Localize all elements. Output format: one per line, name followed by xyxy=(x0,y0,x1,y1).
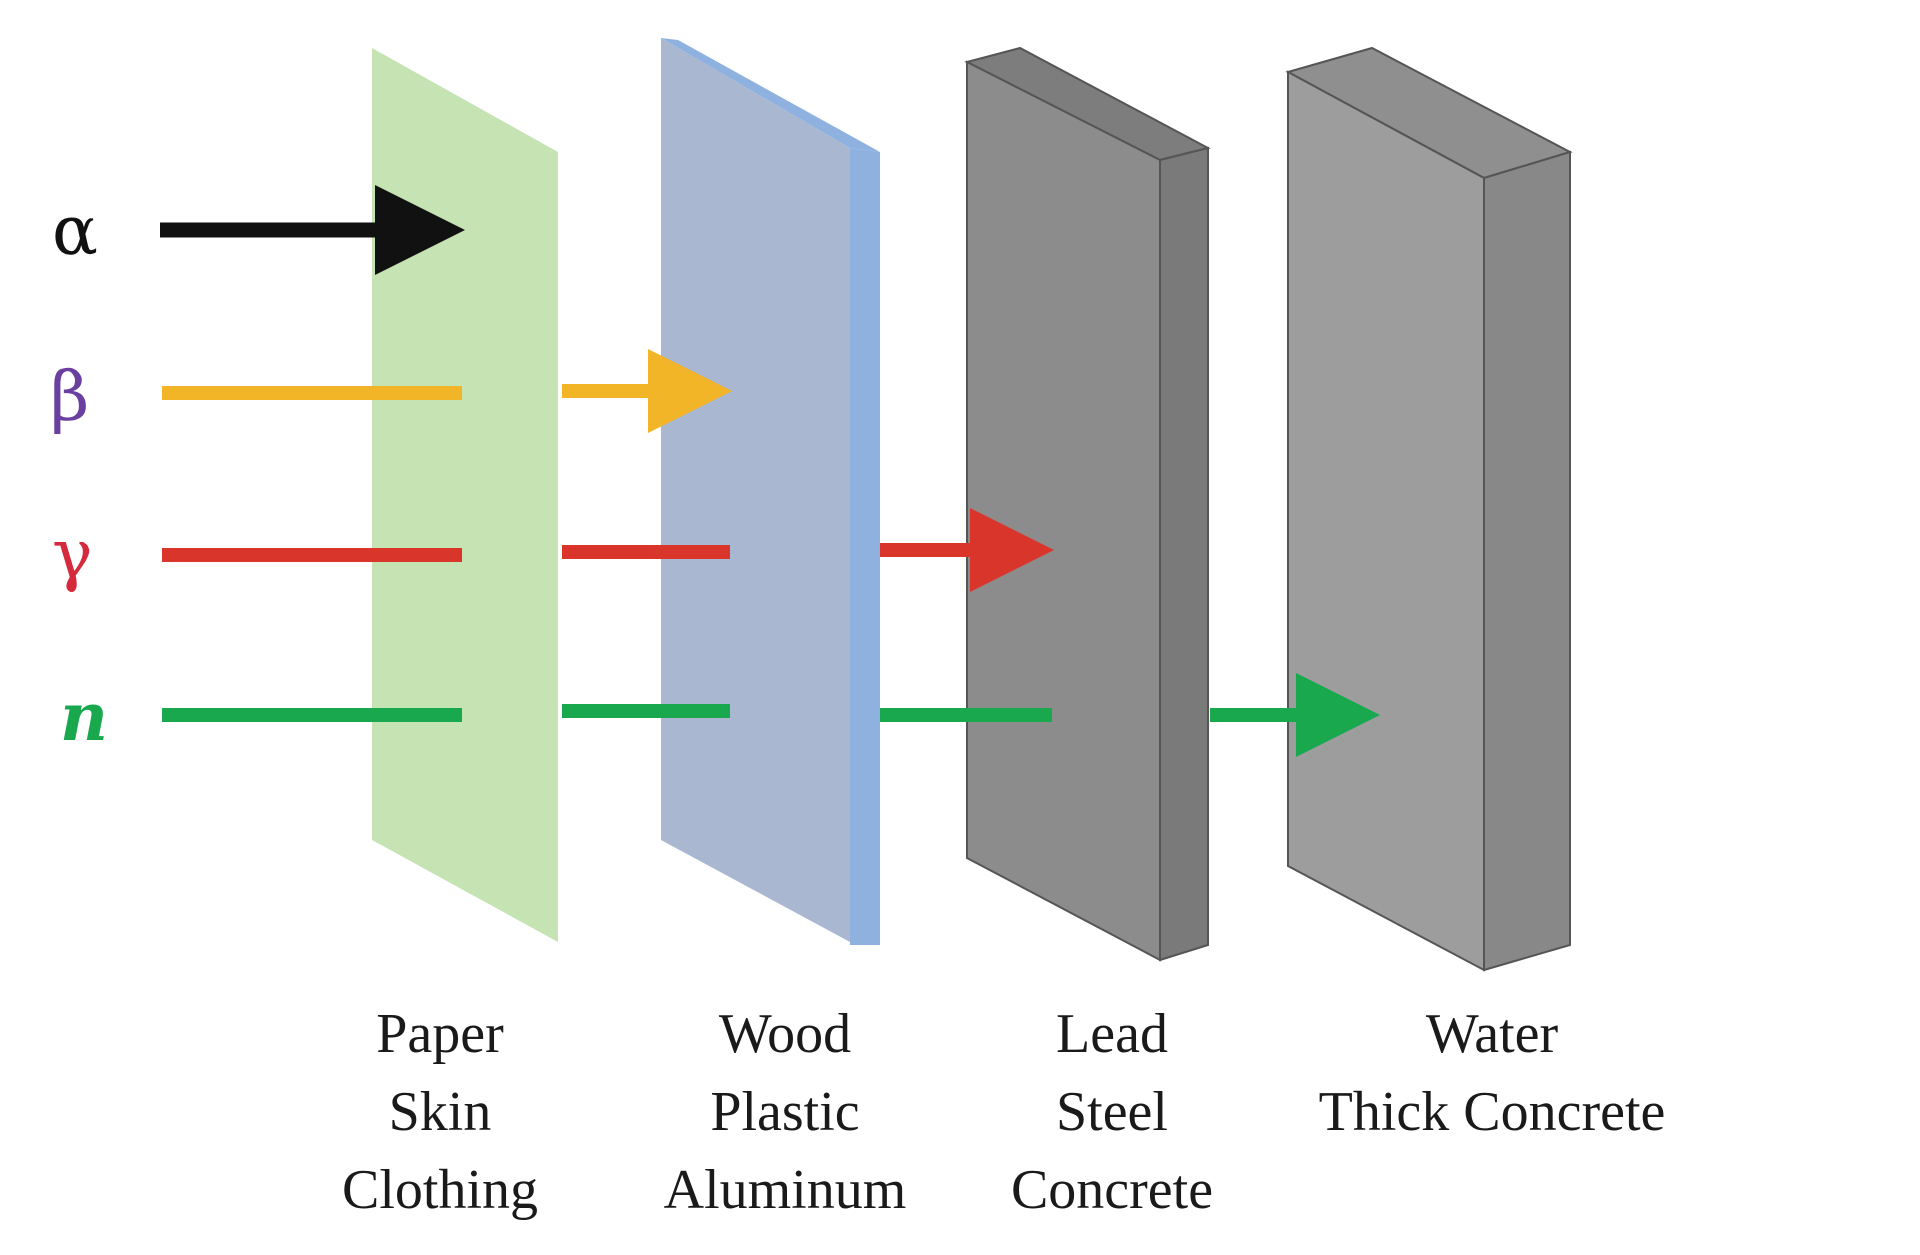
paper-barrier-caption: Paper Skin Clothing xyxy=(342,1003,538,1221)
caption-line: Steel xyxy=(1056,1081,1168,1143)
paper-barrier xyxy=(372,48,558,942)
beta-symbol: β xyxy=(50,358,89,437)
wood-barrier xyxy=(661,38,880,945)
caption-line: Thick Concrete xyxy=(1319,1081,1666,1143)
beta-ray xyxy=(162,349,732,433)
water-barrier xyxy=(1285,46,1573,972)
water-barrier-caption: Water Thick Concrete xyxy=(1319,1003,1666,1143)
caption-line: Skin xyxy=(389,1081,492,1143)
caption-line: Water xyxy=(1426,1003,1559,1065)
neutron-ray xyxy=(162,673,1380,757)
neutron-symbol: n xyxy=(60,678,108,756)
caption-line: Concrete xyxy=(1011,1159,1213,1221)
gamma-symbol: γ xyxy=(52,516,93,595)
lead-barrier xyxy=(964,46,1211,962)
alpha-symbol: α xyxy=(52,192,98,271)
lead-barrier-caption: Lead Steel Concrete xyxy=(1011,1003,1213,1221)
caption-line: Plastic xyxy=(710,1081,859,1143)
gamma-ray xyxy=(162,508,1054,592)
caption-line: Wood xyxy=(719,1003,851,1065)
caption-line: Lead xyxy=(1056,1003,1168,1065)
caption-line: Clothing xyxy=(342,1159,538,1221)
caption-line: Aluminum xyxy=(664,1159,907,1221)
caption-line: Paper xyxy=(376,1003,504,1065)
wood-barrier-caption: Wood Plastic Aluminum xyxy=(664,1003,907,1221)
